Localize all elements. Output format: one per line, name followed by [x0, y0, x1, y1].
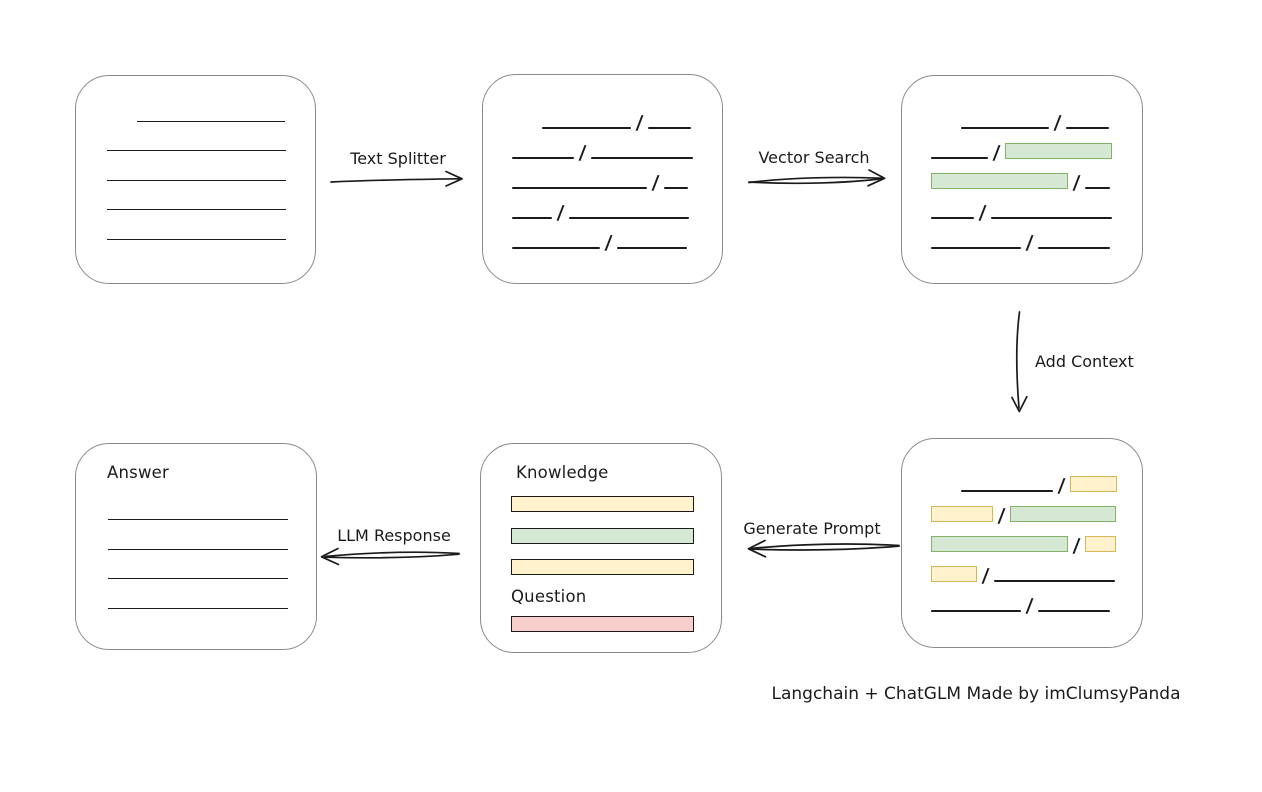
question-label: Question [511, 587, 587, 606]
text-line [590, 157, 693, 159]
text-line [512, 217, 552, 219]
text-line [616, 247, 687, 249]
text-line [961, 127, 1049, 129]
slash-separator: / [578, 142, 587, 164]
slash-separator: / [556, 202, 565, 224]
generate-prompt-label: Generate Prompt [743, 519, 881, 538]
chunk-row: / [931, 219, 1142, 254]
slash-separator: / [992, 142, 1001, 164]
text-line [1084, 187, 1110, 189]
slash-separator: / [1072, 535, 1081, 557]
text-line [108, 607, 288, 609]
green-prompt-bar [511, 528, 694, 544]
vector-search-arrow [748, 169, 886, 187]
text-line [542, 127, 631, 129]
indent-gap [512, 128, 542, 129]
question-bars [511, 616, 721, 632]
indent-gap [931, 491, 961, 492]
generate-prompt-arrow [747, 539, 900, 558]
slash-separator: / [635, 112, 644, 134]
text-line [931, 157, 988, 159]
llm-response-arrow [320, 547, 460, 566]
slash-separator: / [1025, 595, 1034, 617]
slash-separator: / [978, 202, 987, 224]
split-chunks-box: / / / / / [482, 74, 723, 284]
slash-separator: / [604, 232, 613, 254]
text-line [1065, 127, 1109, 129]
text-line [931, 610, 1021, 612]
slash-separator: / [1072, 172, 1081, 194]
slash-separator: / [1057, 475, 1066, 497]
chunk-row: / [931, 129, 1142, 164]
chunk-row: / [931, 99, 1142, 134]
yellow-prompt-bar [511, 496, 694, 512]
slash-separator: / [997, 505, 1006, 527]
green-chunk-bar [1009, 506, 1116, 522]
vector-search-result-box: / / / / / [901, 75, 1143, 284]
text-line [107, 150, 286, 151]
slash-separator: / [1053, 112, 1062, 134]
chunk-row: / [512, 189, 722, 224]
text-line [512, 187, 647, 189]
yellow-chunk-bar [1069, 476, 1117, 492]
text-line [961, 490, 1053, 492]
yellow-chunk-bar [931, 566, 977, 582]
text-line [931, 247, 1021, 249]
chunk-row: / [931, 492, 1142, 527]
text-line [107, 179, 286, 181]
chunk-row: / [931, 522, 1142, 557]
chunk-row: / [931, 189, 1142, 224]
knowledge-label: Knowledge [516, 463, 609, 482]
chunk-row: / [512, 219, 722, 254]
text-line [108, 519, 288, 520]
indent-gap [931, 128, 961, 129]
chunk-row: / [931, 552, 1142, 587]
slash-separator: / [981, 565, 990, 587]
diagram-caption: Langchain + ChatGLM Made by imClumsyPand… [771, 684, 1181, 704]
text-line [137, 120, 285, 122]
add-context-label: Add Context [1035, 352, 1134, 371]
red-prompt-bar [511, 616, 694, 632]
text-line [993, 580, 1115, 582]
text-line [663, 187, 688, 189]
yellow-chunk-bar [931, 506, 993, 522]
text-line [107, 238, 286, 240]
text-line [1037, 247, 1110, 249]
chunk-row: / [512, 129, 722, 164]
green-chunk-bar [931, 173, 1068, 189]
llm-response-label: LLM Response [337, 526, 451, 545]
text-line [1037, 610, 1110, 612]
chunk-row: / [512, 159, 722, 194]
text-line [108, 578, 288, 579]
text-splitter-arrow [330, 170, 463, 187]
answer-label: Answer [107, 463, 169, 482]
text-line [512, 157, 574, 159]
chunk-row: / [512, 99, 722, 134]
text-line [990, 217, 1112, 219]
green-chunk-bar [931, 536, 1068, 552]
text-line [568, 217, 689, 219]
green-chunk-bar [1004, 143, 1112, 159]
add-context-arrow [1011, 311, 1028, 413]
text-splitter-label: Text Splitter [350, 149, 446, 168]
answer-box: Answer [75, 443, 317, 650]
slash-separator: / [651, 172, 660, 194]
text-line [931, 217, 974, 219]
text-line [647, 127, 691, 129]
yellow-chunk-bar [1084, 536, 1116, 552]
text-line [512, 247, 600, 249]
context-chunks-box: / / / / / [901, 438, 1143, 648]
chunk-row: / [931, 462, 1142, 497]
yellow-prompt-bar [511, 559, 694, 575]
source-document-box [75, 75, 316, 284]
prompt-box: Knowledge Question [480, 443, 722, 653]
knowledge-bars [511, 496, 721, 575]
chunk-row: / [931, 159, 1142, 194]
slash-separator: / [1025, 232, 1034, 254]
vector-search-label: Vector Search [758, 148, 870, 167]
chunk-row: / [931, 582, 1142, 617]
text-line [108, 548, 288, 550]
text-line [107, 209, 286, 210]
